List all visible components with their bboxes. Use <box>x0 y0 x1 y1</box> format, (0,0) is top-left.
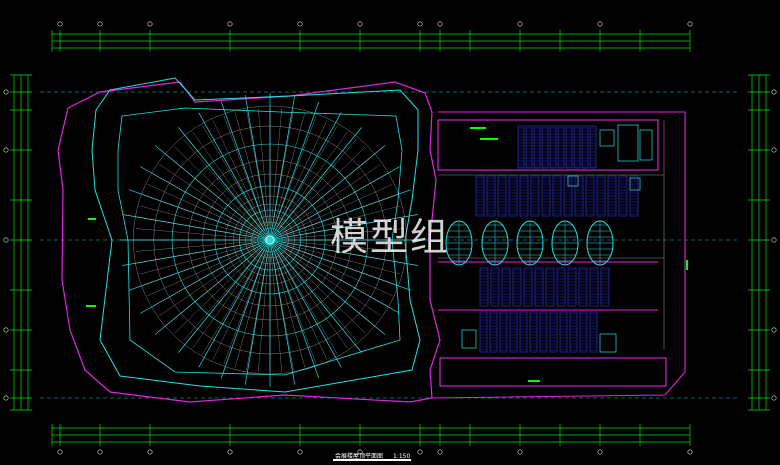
drawing-title-text: 会展楼屋顶平面图 <box>335 453 384 460</box>
watermark-text: 模型组 <box>330 215 451 259</box>
roof-outline <box>57 81 441 403</box>
axis-bubbles <box>3 21 777 455</box>
hall-gray-outline <box>438 120 665 350</box>
drawing-scale: 1:150 <box>393 453 411 460</box>
equipment-boxes <box>461 124 653 353</box>
dimension-ticks <box>10 30 770 446</box>
oval-domes <box>445 220 614 266</box>
hall-outline <box>429 111 686 399</box>
radial-roof-structure <box>120 93 420 387</box>
drawing-title-underline <box>333 459 411 461</box>
dimension-lines <box>13 33 767 443</box>
drawing-title: 会展楼屋顶平面图 1:150 <box>335 451 410 460</box>
roof-inner-boundary-2 <box>117 107 403 376</box>
seating-blocks <box>475 125 639 353</box>
green-annotations <box>86 127 688 382</box>
roof-inner-boundary <box>91 77 421 393</box>
